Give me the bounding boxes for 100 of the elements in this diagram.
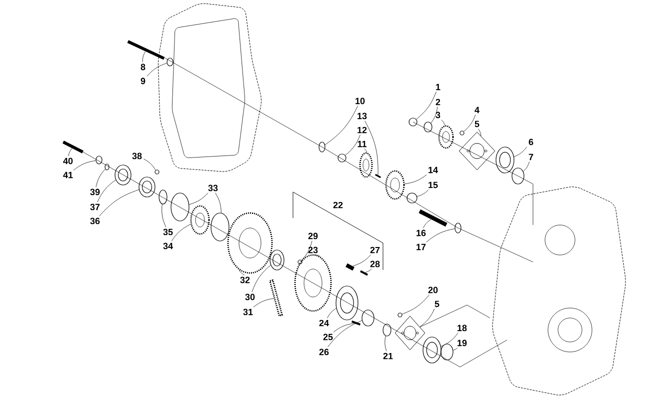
callout-number: 13 <box>358 112 367 120</box>
callout-number: 15 <box>428 182 438 188</box>
callout-number: 39 <box>90 188 100 196</box>
callout-number: 29 <box>308 232 318 240</box>
leader-line <box>97 180 116 202</box>
callout-number: 10 <box>356 98 365 104</box>
ring <box>424 122 432 132</box>
callout-number: 35 <box>163 228 173 236</box>
leader-line <box>364 148 368 153</box>
callout-number: 25 <box>323 334 333 340</box>
leader-line <box>188 192 208 205</box>
plate <box>394 316 426 350</box>
callout-number: 3 <box>436 112 440 118</box>
ring <box>338 154 346 162</box>
leader-line <box>426 228 455 242</box>
callout-number: 11 <box>358 140 366 148</box>
leader-line <box>404 174 427 184</box>
shaft <box>418 209 448 227</box>
leader-line <box>420 308 435 328</box>
callout-number: 17 <box>416 244 426 250</box>
leader-line <box>523 162 530 172</box>
ring <box>408 118 418 126</box>
leader-line <box>416 92 436 120</box>
gear <box>190 205 210 235</box>
leader-line <box>364 120 378 176</box>
leader-line <box>238 270 245 276</box>
ring <box>210 212 230 242</box>
ring <box>166 58 174 66</box>
bearing <box>496 146 514 174</box>
callout-number: 32 <box>240 276 250 284</box>
ring <box>96 156 102 164</box>
callout-number: 27 <box>370 246 380 254</box>
ring <box>440 344 454 360</box>
leader-line <box>345 134 360 156</box>
callout-number: 23 <box>308 246 318 254</box>
leader-line <box>96 168 106 188</box>
leader-line <box>402 294 430 314</box>
leader-line <box>327 308 336 318</box>
leader-line <box>441 120 446 126</box>
leader-line <box>301 240 312 260</box>
callout-number: 37 <box>90 204 100 210</box>
gear <box>438 125 454 149</box>
leader-line <box>422 219 432 228</box>
shaft <box>346 263 354 271</box>
leader-line <box>384 336 387 352</box>
leader-line <box>514 146 528 157</box>
callout-number: 21 <box>383 352 393 360</box>
callout-number: 26 <box>319 348 329 356</box>
callout-number: 8 <box>140 64 146 70</box>
plate <box>458 132 496 170</box>
leader-line <box>416 190 429 197</box>
leader-line <box>452 348 458 350</box>
leader-line <box>146 62 168 76</box>
shaft <box>360 270 368 276</box>
bearing <box>422 336 442 364</box>
shaft <box>127 40 165 60</box>
ring <box>154 170 160 174</box>
callout-number: 22 <box>333 202 343 208</box>
callout-number: 36 <box>90 218 100 224</box>
leader-line <box>252 264 271 292</box>
callout-number: 18 <box>458 324 467 332</box>
ring <box>298 260 302 264</box>
leader-line <box>162 204 166 228</box>
ring <box>460 130 464 136</box>
gear <box>294 254 332 312</box>
shaft <box>351 320 361 326</box>
bearing <box>270 250 284 270</box>
ring <box>382 324 392 336</box>
leader-line <box>314 254 320 257</box>
callout-number: 28 <box>370 260 380 268</box>
leader-line <box>253 298 274 308</box>
ring <box>512 168 524 184</box>
callout-number: 33 <box>208 184 218 192</box>
callout-number: 19 <box>458 340 467 346</box>
bearing <box>114 164 132 186</box>
shaft <box>62 140 84 154</box>
callout-number: 5 <box>474 120 480 128</box>
bearing <box>336 286 358 320</box>
callout-number: 20 <box>428 286 438 294</box>
callout-number: 41 <box>63 172 73 178</box>
ring <box>158 190 168 204</box>
gear <box>359 152 373 178</box>
leader-line <box>478 128 482 136</box>
leader-line <box>142 51 146 62</box>
ring <box>362 310 374 326</box>
ring <box>454 222 462 234</box>
callout-number: 6 <box>528 138 534 146</box>
ring <box>398 312 402 318</box>
callout-number: 34 <box>163 242 173 250</box>
leader-line <box>333 323 354 332</box>
callout-number: 24 <box>319 320 329 326</box>
callout-number: 40 <box>63 158 73 164</box>
leader-line <box>328 320 362 348</box>
callout-number: 12 <box>358 126 367 134</box>
leader-line <box>215 192 222 213</box>
leader-line <box>68 148 72 156</box>
callout-number: 14 <box>428 166 438 174</box>
callout-number: 31 <box>243 308 253 316</box>
callout-number: 2 <box>436 98 440 106</box>
leader-line <box>365 268 372 273</box>
